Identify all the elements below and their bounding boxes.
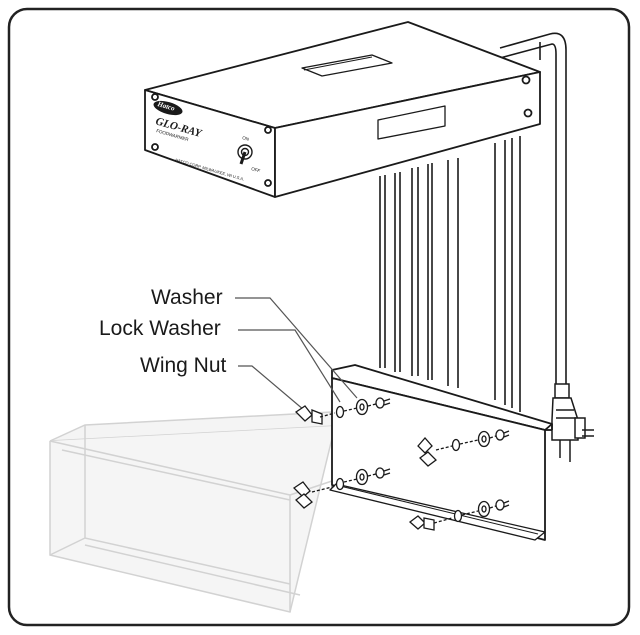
hardware-set-lower-right xyxy=(408,499,510,531)
foodwarmer-housing xyxy=(144,21,541,198)
flat-washer-icon xyxy=(477,430,491,448)
bolt-icon xyxy=(375,397,391,409)
wing-nut-icon xyxy=(292,481,313,509)
split-lock-washer-icon xyxy=(451,438,461,452)
wing-nut-icon xyxy=(417,437,437,467)
split-lock-washer-icon xyxy=(335,477,345,491)
bolt-icon xyxy=(495,429,510,441)
flat-washer-icon xyxy=(477,500,491,518)
ghost-counter xyxy=(49,409,371,613)
hardware-set-lower-left xyxy=(292,467,391,509)
switch-on-label: ON xyxy=(242,135,250,142)
wing-nut-label: Wing Nut xyxy=(140,354,227,377)
mounting-bracket xyxy=(329,364,553,541)
hatco-logo-icon xyxy=(153,100,183,116)
hardware-set-upper-left xyxy=(294,397,391,425)
support-posts xyxy=(379,136,521,412)
flat-washer-icon xyxy=(355,468,369,486)
split-lock-washer-icon xyxy=(453,509,463,523)
leader-lines xyxy=(235,297,358,411)
flat-washer-icon xyxy=(355,398,369,416)
wing-nut-icon xyxy=(408,515,435,531)
power-switch-icon xyxy=(237,144,253,165)
switch-off-label: OFF xyxy=(251,166,261,173)
bolt-icon xyxy=(375,467,391,479)
power-cord xyxy=(499,32,567,385)
hardware-set-upper-right xyxy=(417,429,510,467)
wing-nut-icon xyxy=(294,405,323,425)
washer-label: Washer xyxy=(151,286,223,309)
bolt-icon xyxy=(495,499,510,511)
split-lock-washer-icon xyxy=(335,405,345,419)
power-plug-icon xyxy=(551,383,594,462)
lock-washer-label: Lock Washer xyxy=(99,317,221,340)
